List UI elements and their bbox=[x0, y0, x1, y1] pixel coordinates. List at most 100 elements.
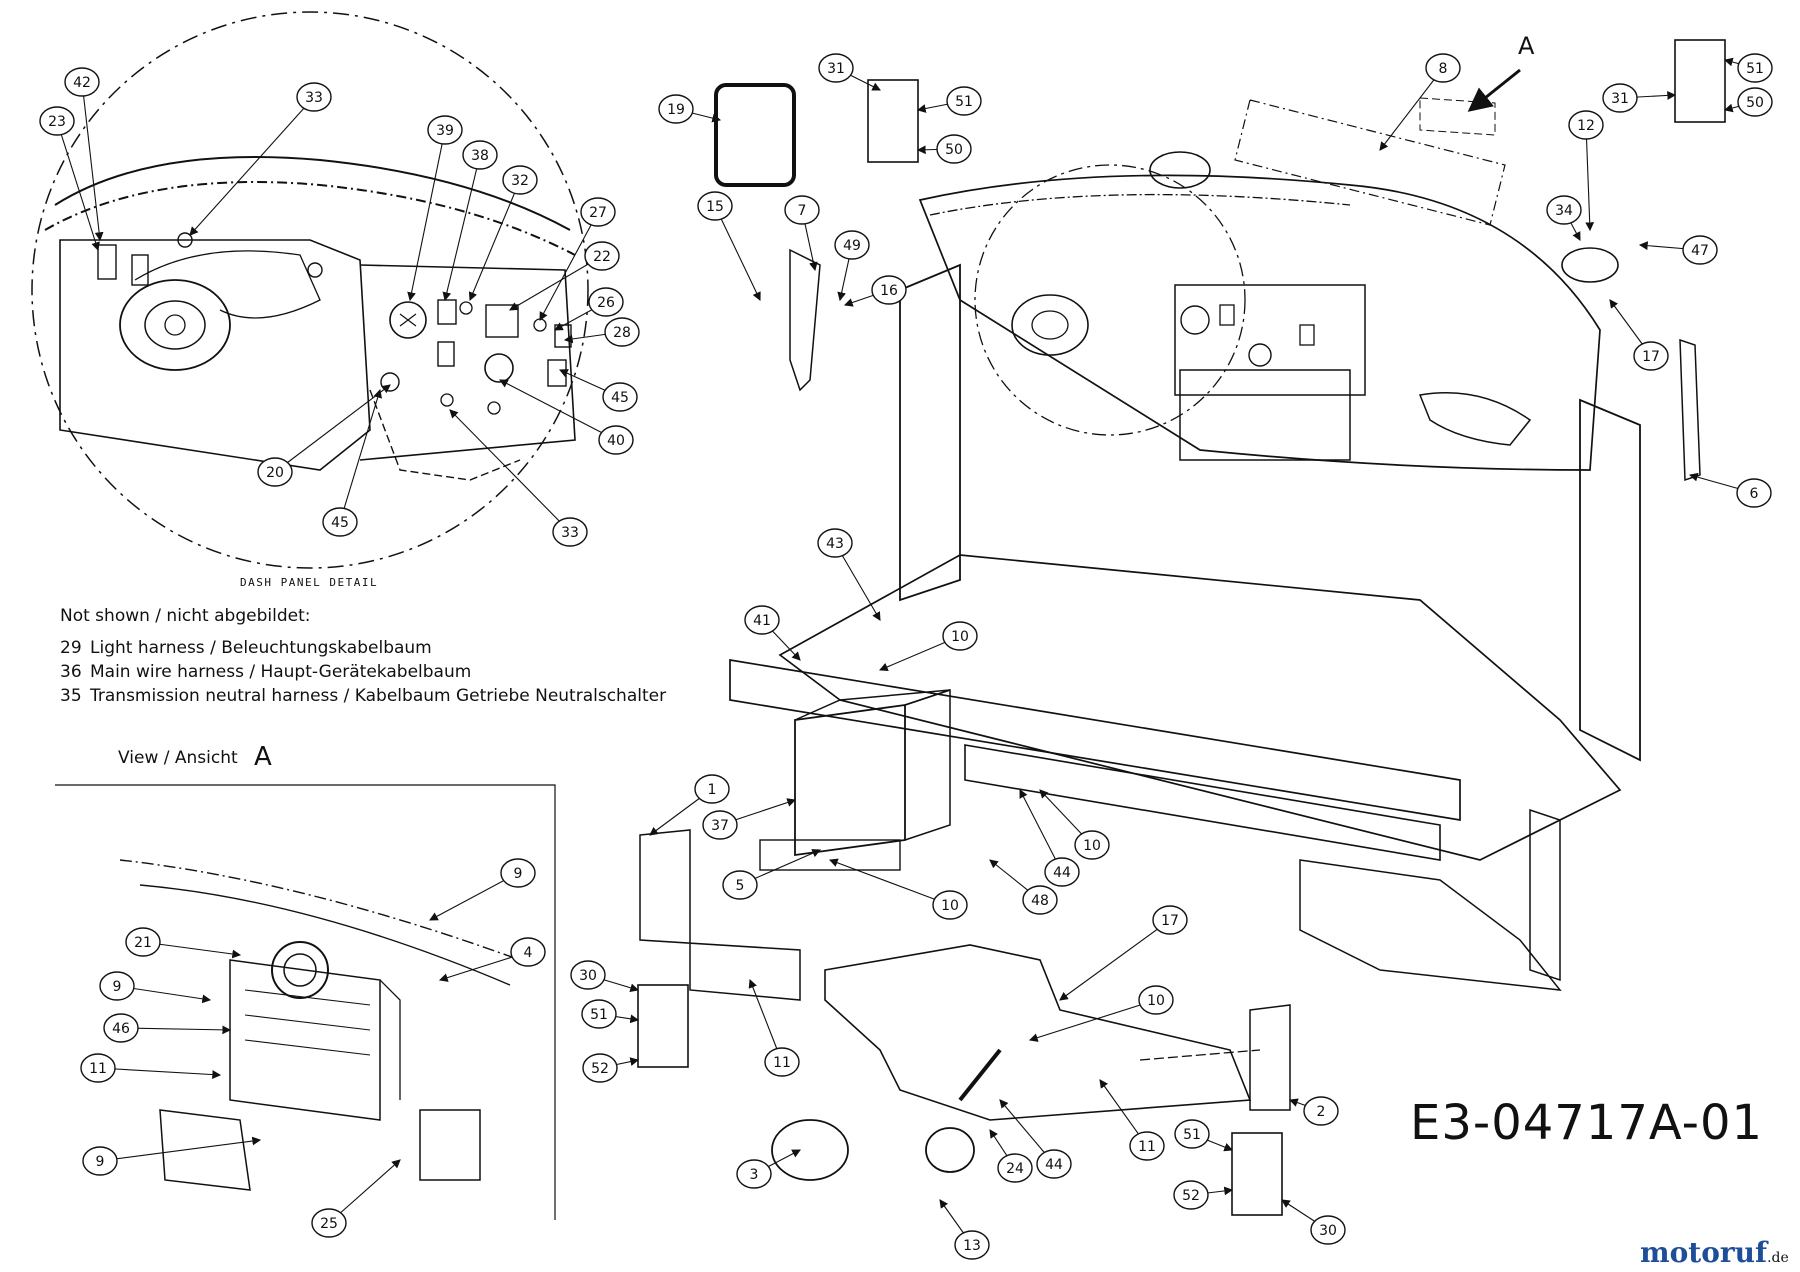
callout-leader bbox=[99, 1136, 262, 1162]
callout-circle bbox=[588, 287, 624, 317]
callout-circle bbox=[604, 317, 640, 347]
callout-number: 33 bbox=[305, 90, 323, 106]
callout-circle bbox=[764, 1047, 800, 1077]
callout-number: 16 bbox=[880, 283, 898, 299]
callout-leader bbox=[81, 81, 104, 242]
callout-circle bbox=[744, 605, 780, 635]
callout-circle bbox=[510, 937, 546, 967]
not-shown-num: 35 bbox=[60, 686, 82, 706]
callout-circle bbox=[946, 86, 982, 116]
callout-number: 28 bbox=[613, 325, 631, 341]
callout-leader bbox=[97, 1067, 222, 1079]
brand-logo: motoruf.de bbox=[1640, 1236, 1789, 1269]
callout-circle bbox=[125, 927, 161, 957]
callout-circle bbox=[80, 1053, 116, 1083]
callout-number: 20 bbox=[266, 465, 284, 481]
diagram-code: E3-04717A-01 bbox=[1410, 1095, 1764, 1151]
callout-circle bbox=[581, 999, 617, 1029]
not-shown-text: Main wire harness / Haupt-Gerätekabelbau… bbox=[90, 662, 472, 682]
callout-number: 17 bbox=[1161, 913, 1179, 929]
callout-number: 6 bbox=[1750, 486, 1759, 502]
dash-panel-caption: DASH PANEL DETAIL bbox=[240, 576, 379, 589]
callout-number: 48 bbox=[1031, 893, 1049, 909]
callout-number: 44 bbox=[1053, 865, 1071, 881]
callout-number: 30 bbox=[579, 968, 597, 984]
callout-number: 2 bbox=[1317, 1104, 1326, 1120]
callout-circle bbox=[658, 94, 694, 124]
callout-number: 52 bbox=[1182, 1188, 1200, 1204]
callout-circle bbox=[502, 165, 538, 195]
callout-number: 10 bbox=[951, 629, 969, 645]
callout-number: 47 bbox=[1691, 243, 1709, 259]
callout-number: 10 bbox=[1083, 838, 1101, 854]
not-shown-num: 29 bbox=[60, 638, 82, 658]
callout-circle bbox=[1129, 1131, 1165, 1161]
callout-circle bbox=[702, 810, 738, 840]
view-letter: A bbox=[254, 742, 272, 772]
callout-circle bbox=[64, 67, 100, 97]
callout-circle bbox=[82, 1146, 118, 1176]
callout-circle bbox=[296, 82, 332, 112]
callout-number: 41 bbox=[753, 613, 771, 629]
callout-circle bbox=[1546, 195, 1582, 225]
callout-number: 13 bbox=[963, 1238, 981, 1254]
callout-leader bbox=[1379, 67, 1444, 151]
callout-number: 42 bbox=[73, 75, 91, 91]
callout-circle bbox=[1173, 1180, 1209, 1210]
not-shown-text: Transmission neutral harness / Kabelbaum… bbox=[90, 686, 667, 706]
callout-circle bbox=[1152, 905, 1188, 935]
callout-number: 15 bbox=[706, 199, 724, 215]
callout-number: 22 bbox=[593, 249, 611, 265]
callout-circle bbox=[1174, 1119, 1210, 1149]
callout-circle bbox=[582, 1053, 618, 1083]
callout-leader bbox=[1028, 999, 1157, 1042]
callout-number: 51 bbox=[955, 94, 973, 110]
callout-number: 19 bbox=[667, 102, 685, 118]
callout-number: 1 bbox=[708, 782, 717, 798]
not-shown-num: 36 bbox=[60, 662, 82, 682]
callout-circle bbox=[817, 528, 853, 558]
callout-circle bbox=[722, 870, 758, 900]
callout-circle bbox=[954, 1230, 990, 1260]
callout-leader bbox=[407, 129, 446, 302]
brand-tld: .de bbox=[1767, 1250, 1789, 1266]
callout-circle bbox=[1044, 857, 1080, 887]
callout-leader bbox=[189, 96, 315, 236]
callout-circle bbox=[257, 457, 293, 487]
callout-number: 17 bbox=[1642, 349, 1660, 365]
callout-circle bbox=[1602, 83, 1638, 113]
callout-number: 43 bbox=[826, 536, 844, 552]
callout-circle bbox=[1633, 341, 1669, 371]
callout-number: 34 bbox=[1555, 203, 1573, 219]
not-shown-item: 35 Transmission neutral harness / Kabelba… bbox=[60, 686, 666, 706]
not-shown-text: Light harness / Beleuchtungskabelbaum bbox=[90, 638, 432, 658]
callout-leader bbox=[339, 388, 382, 523]
callout-circle bbox=[584, 241, 620, 271]
callout-leader bbox=[442, 154, 481, 302]
callout-number: 10 bbox=[1147, 993, 1165, 1009]
callout-circle bbox=[1682, 235, 1718, 265]
callout-circle bbox=[427, 115, 463, 145]
callout-number: 27 bbox=[589, 205, 607, 221]
callout-circle bbox=[598, 425, 634, 455]
callout-circle bbox=[1303, 1096, 1339, 1126]
callout-circle bbox=[784, 195, 820, 225]
callout-number: 37 bbox=[711, 818, 729, 834]
callout-circle bbox=[932, 890, 968, 920]
callout-leader bbox=[828, 858, 951, 906]
callout-leader bbox=[1585, 124, 1595, 232]
callout-number: 49 bbox=[843, 238, 861, 254]
callout-number: 8 bbox=[1439, 61, 1448, 77]
callout-number: 50 bbox=[1746, 95, 1764, 111]
callout-number: 32 bbox=[511, 173, 529, 189]
callout-number: 39 bbox=[436, 123, 454, 139]
callout-circle bbox=[1036, 1149, 1072, 1179]
callout-circle bbox=[103, 1013, 139, 1043]
callout-number: 10 bbox=[941, 898, 959, 914]
not-shown-item: 36 Main wire harness / Haupt-Gerätekabelb… bbox=[60, 662, 471, 682]
callout-leader bbox=[56, 120, 100, 252]
callout-leader bbox=[120, 1025, 232, 1035]
callout-leader bbox=[539, 211, 599, 321]
callout-number: 44 bbox=[1045, 1157, 1063, 1173]
